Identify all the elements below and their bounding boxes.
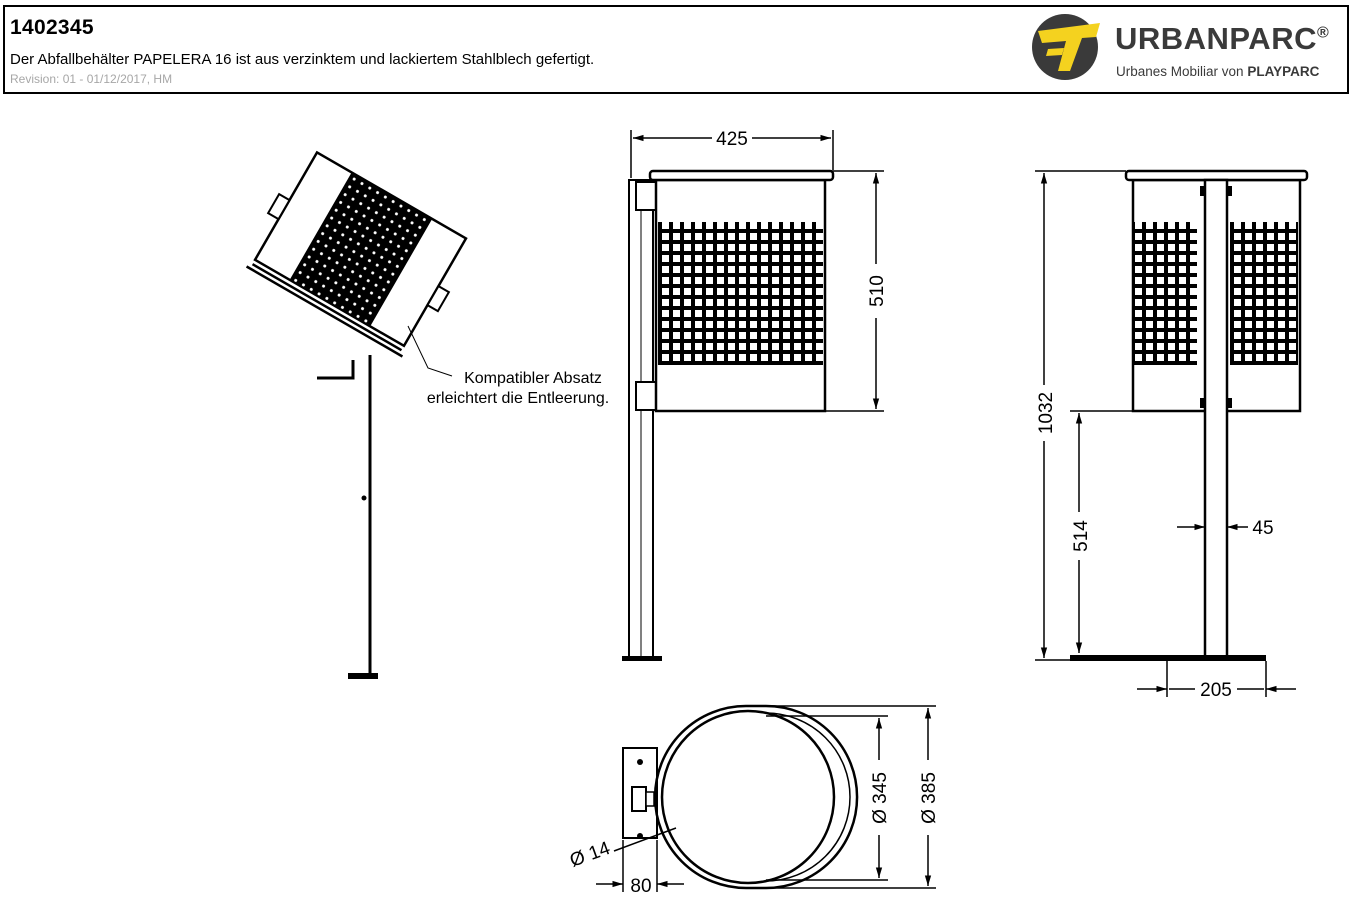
title-block xyxy=(3,5,1349,94)
dim-plan-inner-diameter: Ø 345 xyxy=(870,772,891,824)
dim-front-bin-height: 510 xyxy=(867,275,888,307)
urbanparc-logo-icon xyxy=(1032,14,1100,80)
brand-subtitle: Urbanes Mobiliar von PLAYPARC xyxy=(1116,64,1320,79)
dim-front-width: 425 xyxy=(716,129,748,150)
product-description: Der Abfallbehälter PAPELERA 16 ist aus v… xyxy=(10,51,595,68)
tilt-note-line1: Kompatibler Absatz xyxy=(464,370,602,387)
tilted-view: Kompatibler Absatz erleichtert die Entle… xyxy=(245,150,609,679)
side-view: 1032 514 45 205 xyxy=(1035,169,1309,701)
dim-side-total-height: 1032 xyxy=(1036,392,1057,434)
dim-base-width: 205 xyxy=(1200,680,1232,701)
dim-plan-hole-diameter: Ø 14 xyxy=(567,838,613,872)
dim-post-width: 45 xyxy=(1252,518,1273,539)
dim-plan-bracket-offset: 80 xyxy=(630,876,651,897)
drawing-number: 1402345 xyxy=(10,16,94,39)
dim-plan-outer-diameter: Ø 385 xyxy=(919,772,940,824)
front-view: 425 510 xyxy=(622,129,888,661)
tilt-note-line2: erleichtert die Entleerung. xyxy=(427,390,609,407)
dim-side-bin-bottom: 514 xyxy=(1071,520,1092,552)
brand-name: URBANPARC® xyxy=(1115,21,1330,56)
plan-view: Ø 345 Ø 385 Ø 14 80 xyxy=(567,704,940,897)
revision-note: Revision: 01 - 01/12/2017, HM xyxy=(10,72,173,86)
